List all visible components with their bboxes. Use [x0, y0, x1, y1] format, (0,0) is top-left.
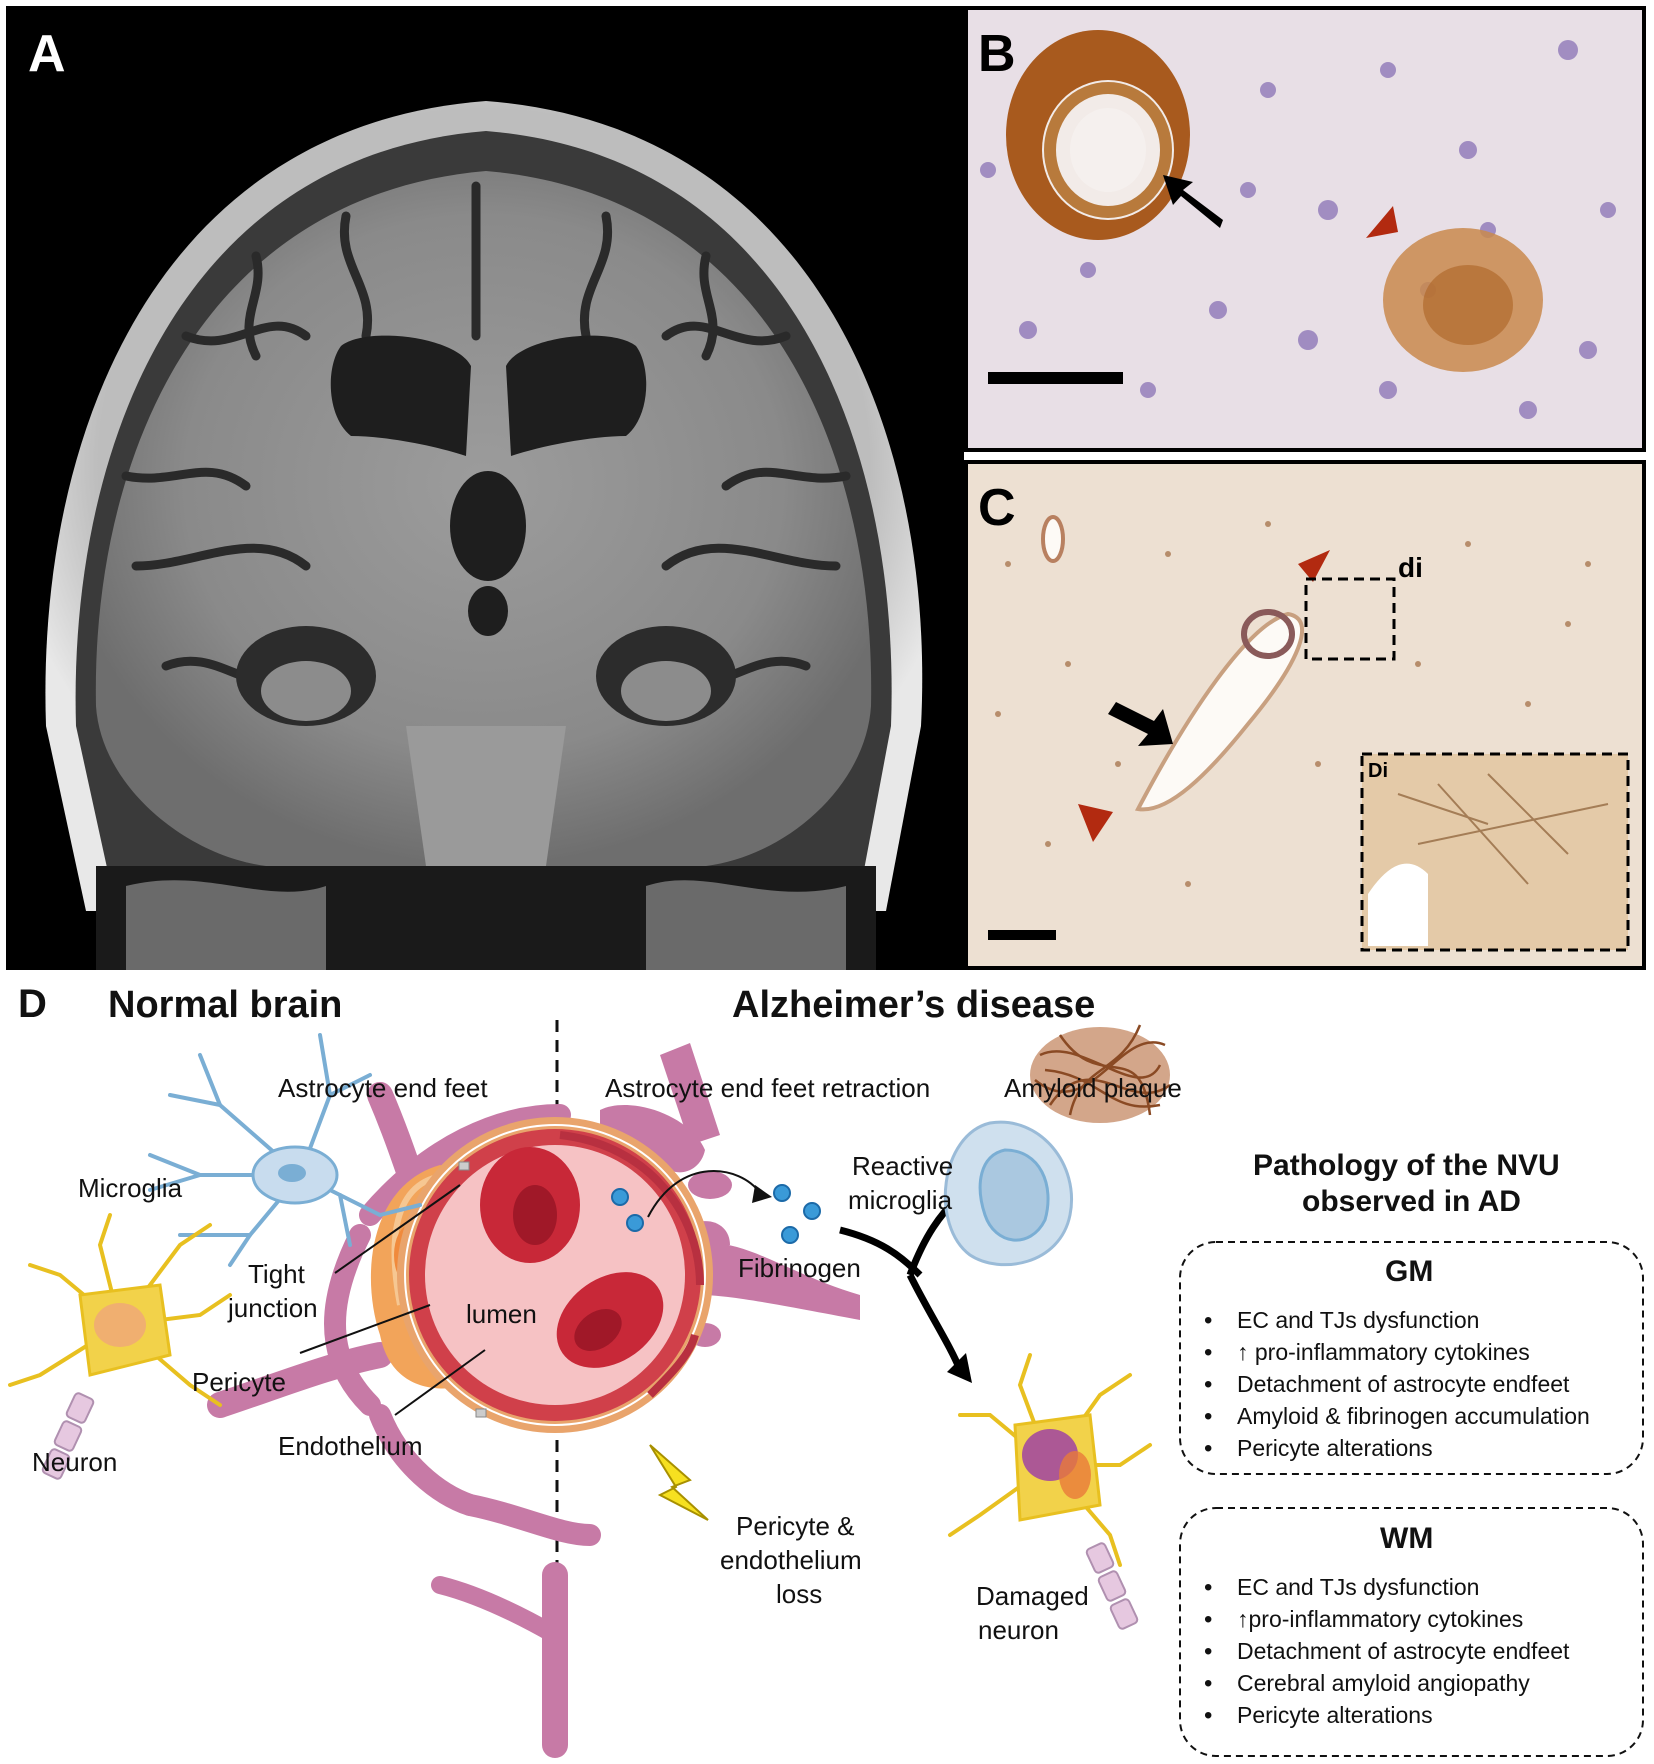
amyloid-plaque [1030, 1024, 1171, 1123]
svg-text:•: • [1204, 1638, 1212, 1665]
arrowhead-bottom-c [1078, 804, 1113, 842]
wm-heading: WM [1380, 1522, 1433, 1555]
gm-item: ↑ pro-inflammatory cytokines [1237, 1339, 1530, 1365]
panel-c-histology: C di Di [964, 460, 1646, 970]
svg-text:•: • [1204, 1702, 1212, 1729]
inset-di-label: Di [1368, 760, 1388, 782]
histology-image-c [968, 464, 1642, 966]
scale-bar-c [988, 930, 1056, 940]
wm-item: Detachment of astrocyte endfeet [1237, 1638, 1570, 1664]
lightning-icon [649, 1444, 709, 1521]
svg-text:•: • [1204, 1339, 1212, 1366]
svg-text:•: • [1204, 1435, 1212, 1462]
astrocyte-end-feet-retracted [600, 1043, 860, 1347]
label-pericyte-loss-2: endothelium [720, 1545, 862, 1575]
mri-coronal-image [6, 6, 964, 970]
svg-text:•: • [1204, 1307, 1212, 1334]
panel-c-label: C [978, 479, 1016, 537]
label-damaged-neuron-1: Damaged [976, 1581, 1089, 1611]
svg-text:•: • [1204, 1371, 1212, 1398]
label-microglia: Microglia [78, 1173, 183, 1203]
svg-text:•: • [1204, 1606, 1212, 1633]
gm-item: Amyloid & fibrinogen accumulation [1237, 1403, 1590, 1429]
blood-vessel [370, 1117, 713, 1433]
panel-b-histology: B [964, 6, 1646, 452]
label-pericyte-loss-3: loss [776, 1579, 822, 1609]
panel-d-schematic: D Normal brain Alzheimer’s disease [0, 975, 1654, 1764]
gm-item: Detachment of astrocyte endfeet [1237, 1371, 1570, 1397]
label-fibrinogen: Fibrinogen [738, 1253, 861, 1283]
svg-text:•: • [1204, 1574, 1212, 1601]
panel-a-mri: A [6, 6, 964, 970]
panel-a-label: A [28, 25, 66, 83]
label-end-feet-retraction: Astrocyte end feet retraction [605, 1073, 930, 1103]
wm-item: ↑pro-inflammatory cytokines [1237, 1606, 1523, 1632]
wm-list: • EC and TJs dysfunction • ↑pro-inflamma… [1204, 1574, 1570, 1729]
label-pericyte: Pericyte [192, 1367, 286, 1397]
tight-junction-mark-2 [475, 1408, 487, 1418]
tight-junction-mark-1 [458, 1161, 470, 1171]
arrow-vessel-b [1163, 175, 1223, 228]
gm-item: Pericyte alterations [1237, 1435, 1433, 1461]
label-tight-junction-1: Tight [248, 1259, 306, 1289]
gm-item: EC and TJs dysfunction [1237, 1307, 1479, 1333]
histology-image-b [968, 10, 1642, 448]
label-endothelium: Endothelium [278, 1431, 423, 1461]
gm-heading: GM [1385, 1255, 1433, 1288]
title-normal-brain: Normal brain [108, 984, 342, 1026]
gm-list: • EC and TJs dysfunction • ↑ pro-inflamm… [1204, 1307, 1590, 1462]
gm-box [1179, 1241, 1644, 1475]
label-lumen: lumen [466, 1299, 537, 1329]
arrowhead-top-c [1298, 550, 1330, 582]
pathology-title-2: observed in AD [1302, 1185, 1521, 1218]
label-pericyte-loss-1: Pericyte & [736, 1511, 855, 1541]
pathology-title-1: Pathology of the NVU [1253, 1149, 1560, 1182]
astrocyte-end-feet [207, 1082, 601, 1758]
neuron-axon [41, 1392, 95, 1480]
inset-box-di [1304, 577, 1396, 661]
panel-b-label: B [978, 25, 1016, 83]
label-reactive-microglia-1: Reactive [852, 1151, 953, 1181]
title-alzheimers: Alzheimer’s disease [732, 984, 1095, 1026]
wm-item: EC and TJs dysfunction [1237, 1574, 1479, 1600]
panel-d-label: D [18, 982, 47, 1026]
svg-text:•: • [1204, 1403, 1212, 1430]
scale-bar-b [988, 372, 1123, 384]
inset-box-di-label: di [1398, 552, 1423, 583]
label-damaged-neuron-2: neuron [978, 1615, 1059, 1645]
label-astrocyte-end-feet: Astrocyte end feet [278, 1073, 488, 1103]
wm-item: Cerebral amyloid angiopathy [1237, 1670, 1530, 1696]
label-amyloid-plaque: Amyloid plaque [1004, 1073, 1182, 1103]
arrow-vessel-c [1108, 702, 1173, 746]
wm-item: Pericyte alterations [1237, 1702, 1433, 1728]
label-tight-junction-2: junction [227, 1293, 318, 1323]
arrowhead-plaque-b [1366, 206, 1398, 238]
svg-text:•: • [1204, 1670, 1212, 1697]
fibrinogen [611, 1184, 821, 1244]
label-reactive-microglia-2: microglia [848, 1185, 953, 1215]
label-neuron: Neuron [32, 1447, 117, 1477]
nvu-schematic: D Normal brain Alzheimer’s disease [8, 982, 1644, 1758]
wm-box [1179, 1507, 1644, 1757]
